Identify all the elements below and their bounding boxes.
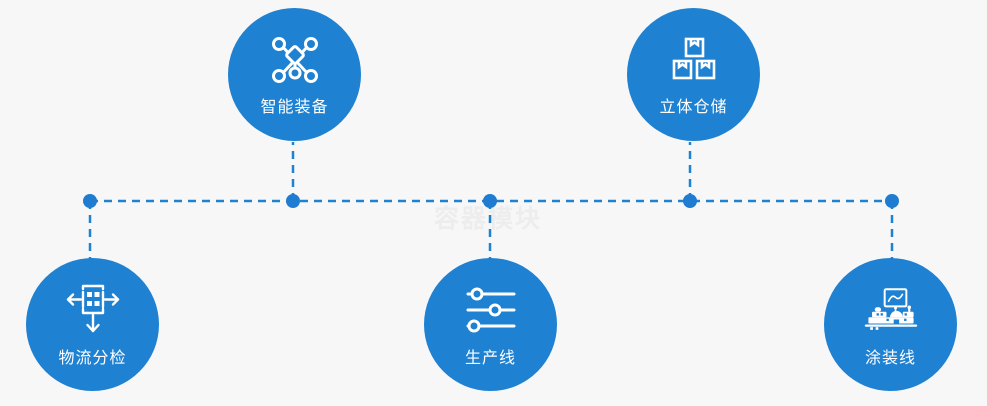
node-label-production-line: 生产线 — [464, 349, 516, 367]
network-nodes-icon — [267, 32, 323, 88]
junction-dot-logistics-sorting — [83, 194, 97, 208]
node-label-smart-equipment: 智能装备 — [260, 99, 329, 116]
watermark-text: 容器模块 — [434, 205, 543, 233]
junction-dot-smart-equipment — [286, 194, 300, 208]
junction-dot-painting-line — [885, 194, 899, 208]
factory-monitor-icon — [863, 282, 919, 338]
node-smart-equipment[interactable]: 智能装备 — [228, 8, 361, 141]
stacked-boxes-icon — [666, 32, 722, 88]
node-label-painting-line: 涂装线 — [864, 349, 916, 367]
node-stereo-warehouse[interactable]: 立体仓储 — [627, 8, 760, 141]
sliders-icon — [463, 282, 519, 338]
node-production-line[interactable]: 生产线 — [424, 258, 557, 391]
node-logistics-sorting[interactable]: 物流分检 — [26, 258, 159, 391]
junction-dot-stereo-warehouse — [683, 194, 697, 208]
node-label-logistics-sorting: 物流分检 — [58, 349, 127, 367]
node-label-stereo-warehouse: 立体仓储 — [659, 99, 728, 116]
sorting-arrows-icon — [65, 282, 121, 338]
node-painting-line[interactable]: 涂装线 — [824, 258, 957, 391]
